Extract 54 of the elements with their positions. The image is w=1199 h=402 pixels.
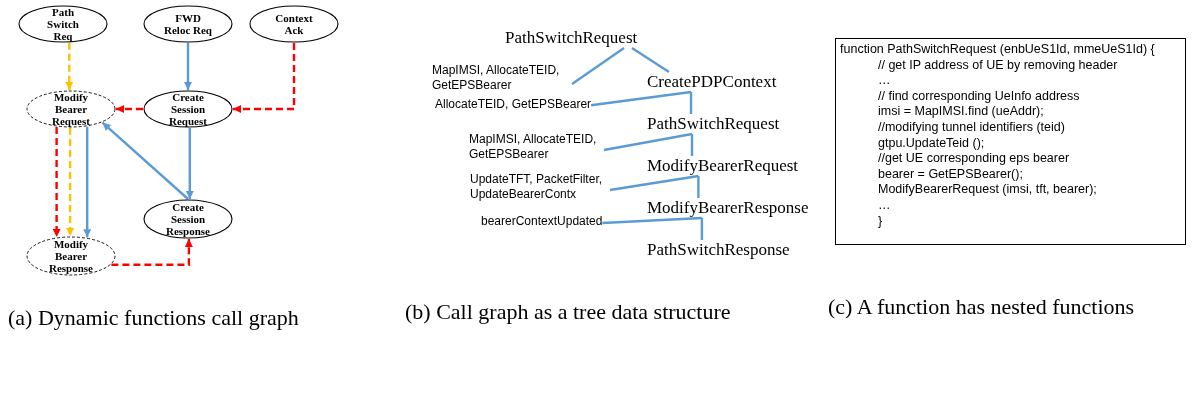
function-list: MapIMSI, AllocateTEID, GetEPSBearer	[469, 132, 604, 162]
function-node: Context Ack	[249, 5, 339, 43]
arrow	[184, 43, 192, 90]
arrow	[111, 239, 193, 266]
tree-branch-line	[602, 216, 702, 225]
figure-caption: (b) Call graph as a tree data structure	[405, 298, 732, 326]
tree-branch-line	[571, 47, 625, 85]
function-name: PathSwitchResponse	[647, 240, 790, 260]
code-line: }	[878, 213, 883, 230]
arrow	[52, 127, 61, 238]
tree-branch-line	[700, 218, 704, 240]
code-line: // find corresponding UeInfo address	[878, 88, 1080, 105]
code-line: //modifying tunnel identifiers (teid)	[878, 119, 1065, 136]
code-box	[835, 38, 1186, 245]
arrow	[185, 128, 194, 199]
function-name: ModifyBearerRequest	[647, 156, 799, 176]
code-line: function PathSwitchRequest (enbUeS1Id, mmeUeS1Id) {	[840, 42, 1155, 58]
figure-caption: (c) A function has nested functions	[828, 293, 1136, 321]
function-name: PathSwitchRequest	[505, 28, 638, 48]
code-line: //get UE corresponding eps bearer	[878, 151, 1070, 167]
arrow	[101, 121, 189, 200]
code-line: ModifyBearerRequest (imsi, tft, bearer);	[878, 182, 1097, 198]
tree-branch-line	[590, 90, 692, 107]
code-line: // get IP address of UE by removing header	[878, 57, 1118, 74]
tree-branch-line	[631, 47, 670, 73]
tree-branch-line	[689, 92, 693, 114]
function-node: Modify Bearer Request	[26, 90, 116, 128]
function-node: Create Session Request	[143, 90, 233, 128]
function-node: FWD Reloc Req	[143, 5, 233, 43]
code-line: imsi = MapIMSI.find (ueAddr);	[878, 104, 1044, 120]
function-node: Path Switch Req	[18, 5, 108, 43]
function-node: Modify Bearer Response	[26, 236, 116, 276]
function-list: AllocateTEID, GetEPSBearer	[435, 97, 592, 112]
function-node: Create Session Response	[143, 199, 233, 239]
arrow	[233, 43, 296, 113]
function-name: ModifyBearerResponse	[647, 198, 809, 218]
code-line: …	[878, 197, 891, 214]
function-list: UpdateTFT, PacketFilter, UpdateBearerContx	[470, 172, 610, 202]
arrow	[66, 128, 75, 236]
tree-branch-line	[603, 132, 693, 152]
figure-caption: (a) Dynamic functions call graph	[8, 304, 300, 332]
tree-branch-line	[609, 174, 699, 192]
code-line: bearer = GetEPSBearer();	[878, 166, 1023, 183]
function-list: bearerContextUpdated	[481, 214, 603, 229]
arrow	[65, 42, 74, 90]
arrow	[83, 126, 92, 238]
code-line: gtpu.UpdateTeid ();	[878, 135, 985, 152]
arrow	[116, 105, 143, 113]
function-list: MapIMSI, AllocateTEID, GetEPSBearer	[432, 63, 572, 93]
tree-branch-line	[697, 176, 700, 198]
function-name: PathSwitchRequest	[647, 114, 780, 134]
function-name: CreatePDPContext	[647, 72, 777, 92]
tree-branch-line	[690, 134, 694, 156]
code-line: …	[878, 73, 891, 89]
